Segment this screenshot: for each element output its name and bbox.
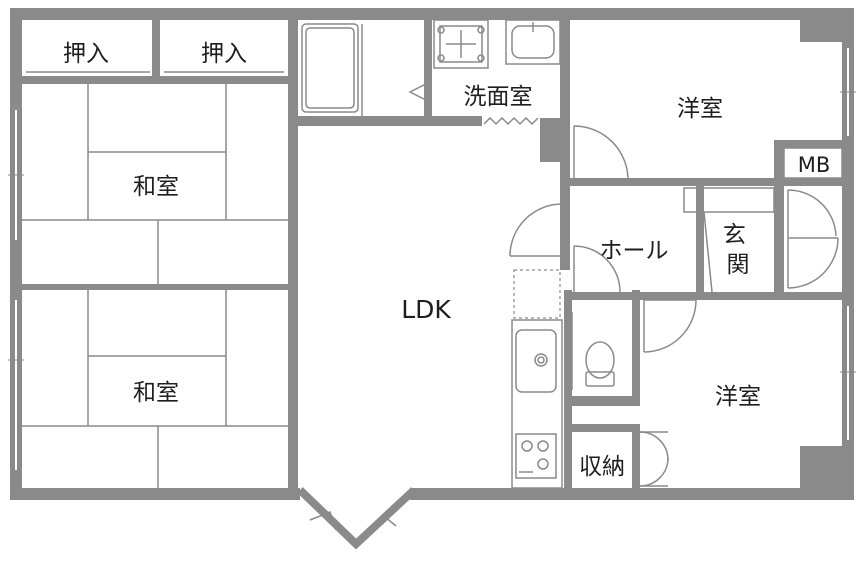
label-entrance: 玄 関: [723, 222, 753, 278]
interior-walls: [22, 20, 842, 488]
sink-icon: [505, 19, 561, 65]
kitchen-counter: [511, 319, 563, 489]
room-labels: 押入 押入 洗面室 洋室 MB 和室 LDK ホール 玄 関 和室 洋室 収納: [63, 41, 830, 480]
washroom-door: [483, 116, 539, 126]
bay-window-panes: [303, 495, 409, 541]
label-japanese-top: 和室: [133, 174, 179, 200]
label-hall: ホール: [600, 238, 669, 264]
label-closet-1: 押入: [63, 41, 109, 67]
hall-shelf: [683, 187, 775, 213]
bathtub-icon: [301, 23, 427, 116]
label-japanese-bottom: 和室: [133, 380, 179, 406]
door-western-bottom: [643, 299, 697, 353]
window-marks: [8, 91, 856, 420]
toilet-icon: [571, 312, 615, 390]
door-ldk: [509, 203, 563, 257]
stove-icon: [515, 433, 557, 479]
label-mb: MB: [798, 153, 831, 177]
door-entrance: [787, 189, 839, 289]
label-ldk: LDK: [401, 295, 451, 324]
label-western-top: 洋室: [677, 96, 723, 122]
label-western-bottom: 洋室: [715, 384, 761, 410]
storage-doors: [639, 431, 669, 487]
mb-box: [783, 147, 843, 179]
tatami-lines: [22, 84, 288, 488]
label-storage: 収納: [579, 454, 625, 480]
label-closet-2: 押入: [201, 41, 247, 67]
washing-machine-icon: [433, 19, 489, 69]
outer-walls: [10, 8, 854, 500]
door-hall: [573, 245, 621, 293]
fridge-area: [513, 269, 561, 319]
door-western-top: [573, 125, 629, 181]
entrance-step: [703, 211, 713, 293]
label-washroom: 洗面室: [464, 84, 533, 110]
